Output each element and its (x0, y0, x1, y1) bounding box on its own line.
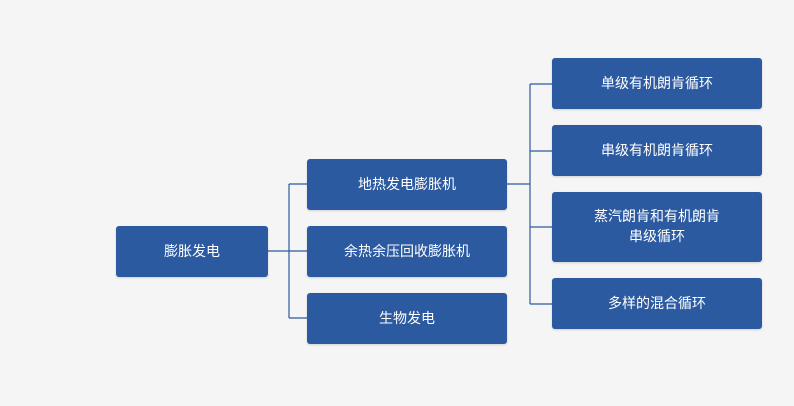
node-cascade-orc-label: 串级有机朗肯循环 (601, 142, 713, 159)
node-geothermal-expander-label: 地热发电膨胀机 (358, 176, 456, 193)
node-cascade-orc[interactable]: 串级有机朗肯循环 (552, 125, 762, 176)
node-root-label: 膨胀发电 (164, 243, 220, 260)
node-single-stage-orc[interactable]: 单级有机朗肯循环 (552, 58, 762, 109)
node-waste-heat-expander[interactable]: 余热余压回收膨胀机 (307, 226, 507, 277)
node-steam-organic-cascade[interactable]: 蒸汽朗肯和有机朗肯 串级循环 (552, 192, 762, 262)
node-root[interactable]: 膨胀发电 (116, 226, 268, 277)
node-hybrid-cycle[interactable]: 多样的混合循环 (552, 278, 762, 329)
node-bio-power-label: 生物发电 (379, 310, 435, 327)
node-steam-organic-cascade-label: 蒸汽朗肯和有机朗肯 串级循环 (594, 209, 720, 245)
node-geothermal-expander[interactable]: 地热发电膨胀机 (307, 159, 507, 210)
node-bio-power[interactable]: 生物发电 (307, 293, 507, 344)
node-single-stage-orc-label: 单级有机朗肯循环 (601, 75, 713, 92)
node-hybrid-cycle-label: 多样的混合循环 (608, 295, 706, 312)
node-waste-heat-expander-label: 余热余压回收膨胀机 (344, 243, 470, 260)
